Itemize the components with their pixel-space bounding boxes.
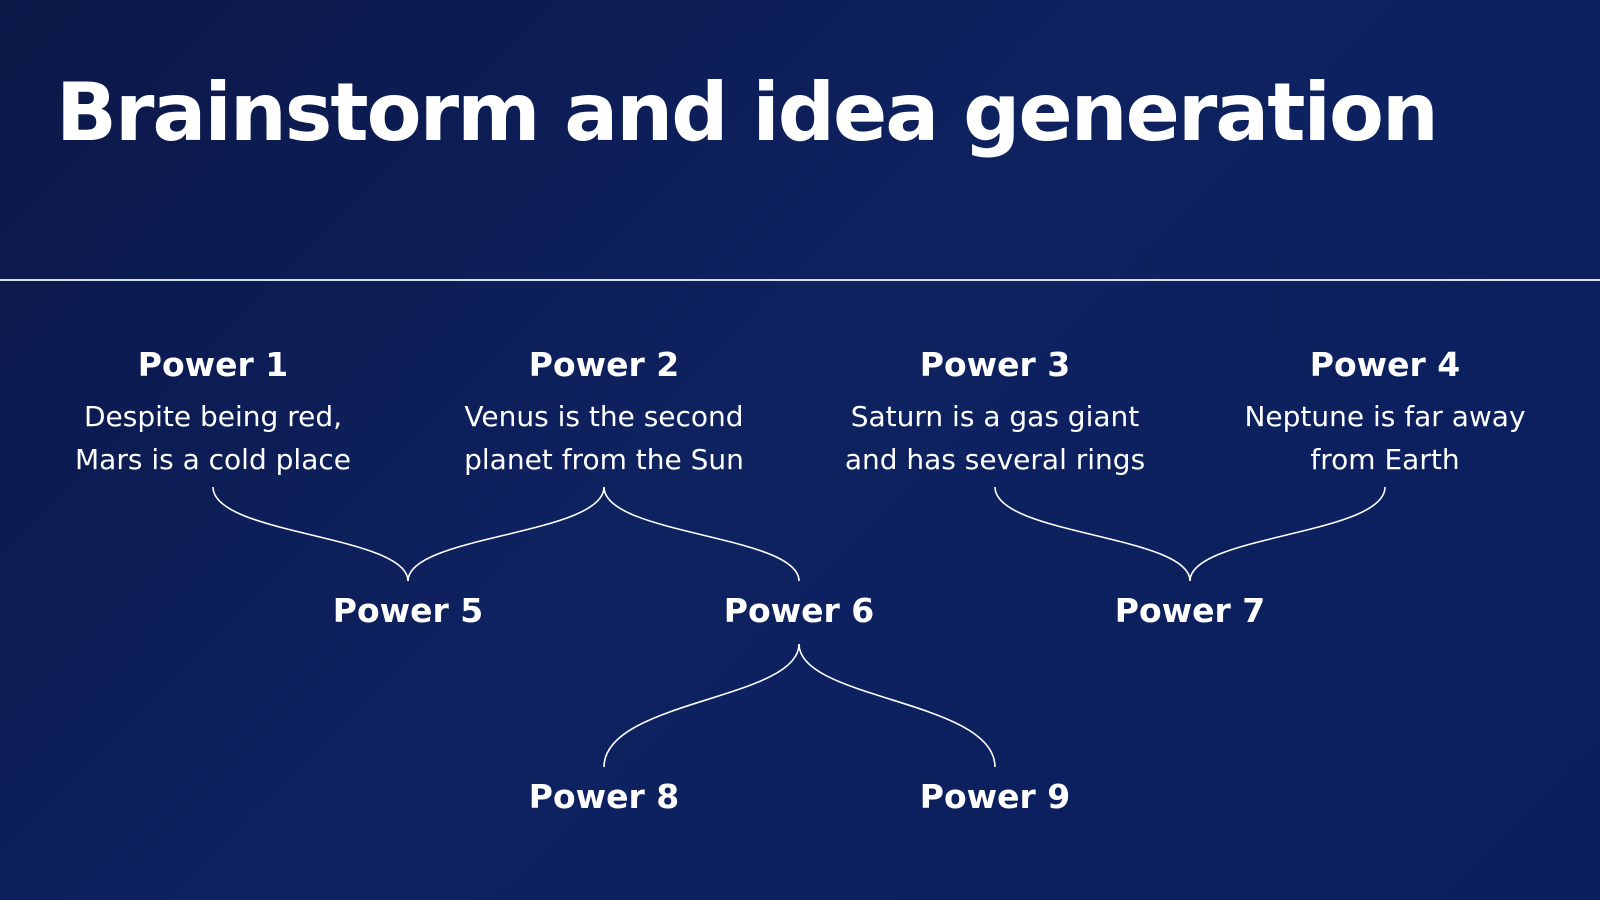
node-description: Neptune is far away from Earth xyxy=(1215,395,1555,481)
node-power-1: Power 1 Despite being red, Mars is a col… xyxy=(43,345,383,481)
node-power-3: Power 3 Saturn is a gas giant and has se… xyxy=(825,345,1165,481)
node-power-7: Power 7 xyxy=(1020,591,1360,631)
node-description-line: Despite being red, xyxy=(83,400,343,433)
node-power-5: Power 5 xyxy=(238,591,578,631)
node-description: Venus is the second planet from the Sun xyxy=(434,395,774,481)
node-description-line: Mars is a cold place xyxy=(75,443,351,476)
node-label: Power 6 xyxy=(723,591,875,630)
node-power-4: Power 4 Neptune is far away from Earth xyxy=(1215,345,1555,481)
node-power-9: Power 9 xyxy=(825,777,1165,817)
node-description-line: Venus is the second xyxy=(464,400,744,433)
node-power-6: Power 6 xyxy=(629,591,969,631)
connector-p1-p5 xyxy=(212,486,409,582)
node-label: Power 8 xyxy=(528,777,680,816)
node-description-line: and has several rings xyxy=(844,443,1146,476)
node-description: Saturn is a gas giant and has several ri… xyxy=(825,395,1165,481)
node-description-line: planet from the Sun xyxy=(464,443,744,476)
node-label: Power 7 xyxy=(1114,591,1266,630)
node-label: Power 1 xyxy=(137,345,289,384)
node-description-line: from Earth xyxy=(1310,443,1460,476)
connector-p6-p8 xyxy=(603,643,800,768)
slide-title: Brainstorm and idea generation xyxy=(56,66,1439,159)
connector-p2-p6 xyxy=(603,486,800,582)
node-label: Power 3 xyxy=(919,345,1071,384)
connector-p4-p7 xyxy=(1189,486,1386,582)
node-description-line: Neptune is far away xyxy=(1244,400,1526,433)
connector-p2-p5 xyxy=(407,486,605,582)
node-label: Power 4 xyxy=(1309,345,1461,384)
node-label: Power 9 xyxy=(919,777,1071,816)
node-power-8: Power 8 xyxy=(434,777,774,817)
title-divider xyxy=(0,279,1600,281)
node-description: Despite being red, Mars is a cold place xyxy=(43,395,383,481)
connector-p3-p7 xyxy=(994,486,1191,582)
connector-p6-p9 xyxy=(798,643,996,768)
node-power-2: Power 2 Venus is the second planet from … xyxy=(434,345,774,481)
node-label: Power 5 xyxy=(332,591,484,630)
node-label: Power 2 xyxy=(528,345,680,384)
node-description-line: Saturn is a gas giant xyxy=(850,400,1140,433)
